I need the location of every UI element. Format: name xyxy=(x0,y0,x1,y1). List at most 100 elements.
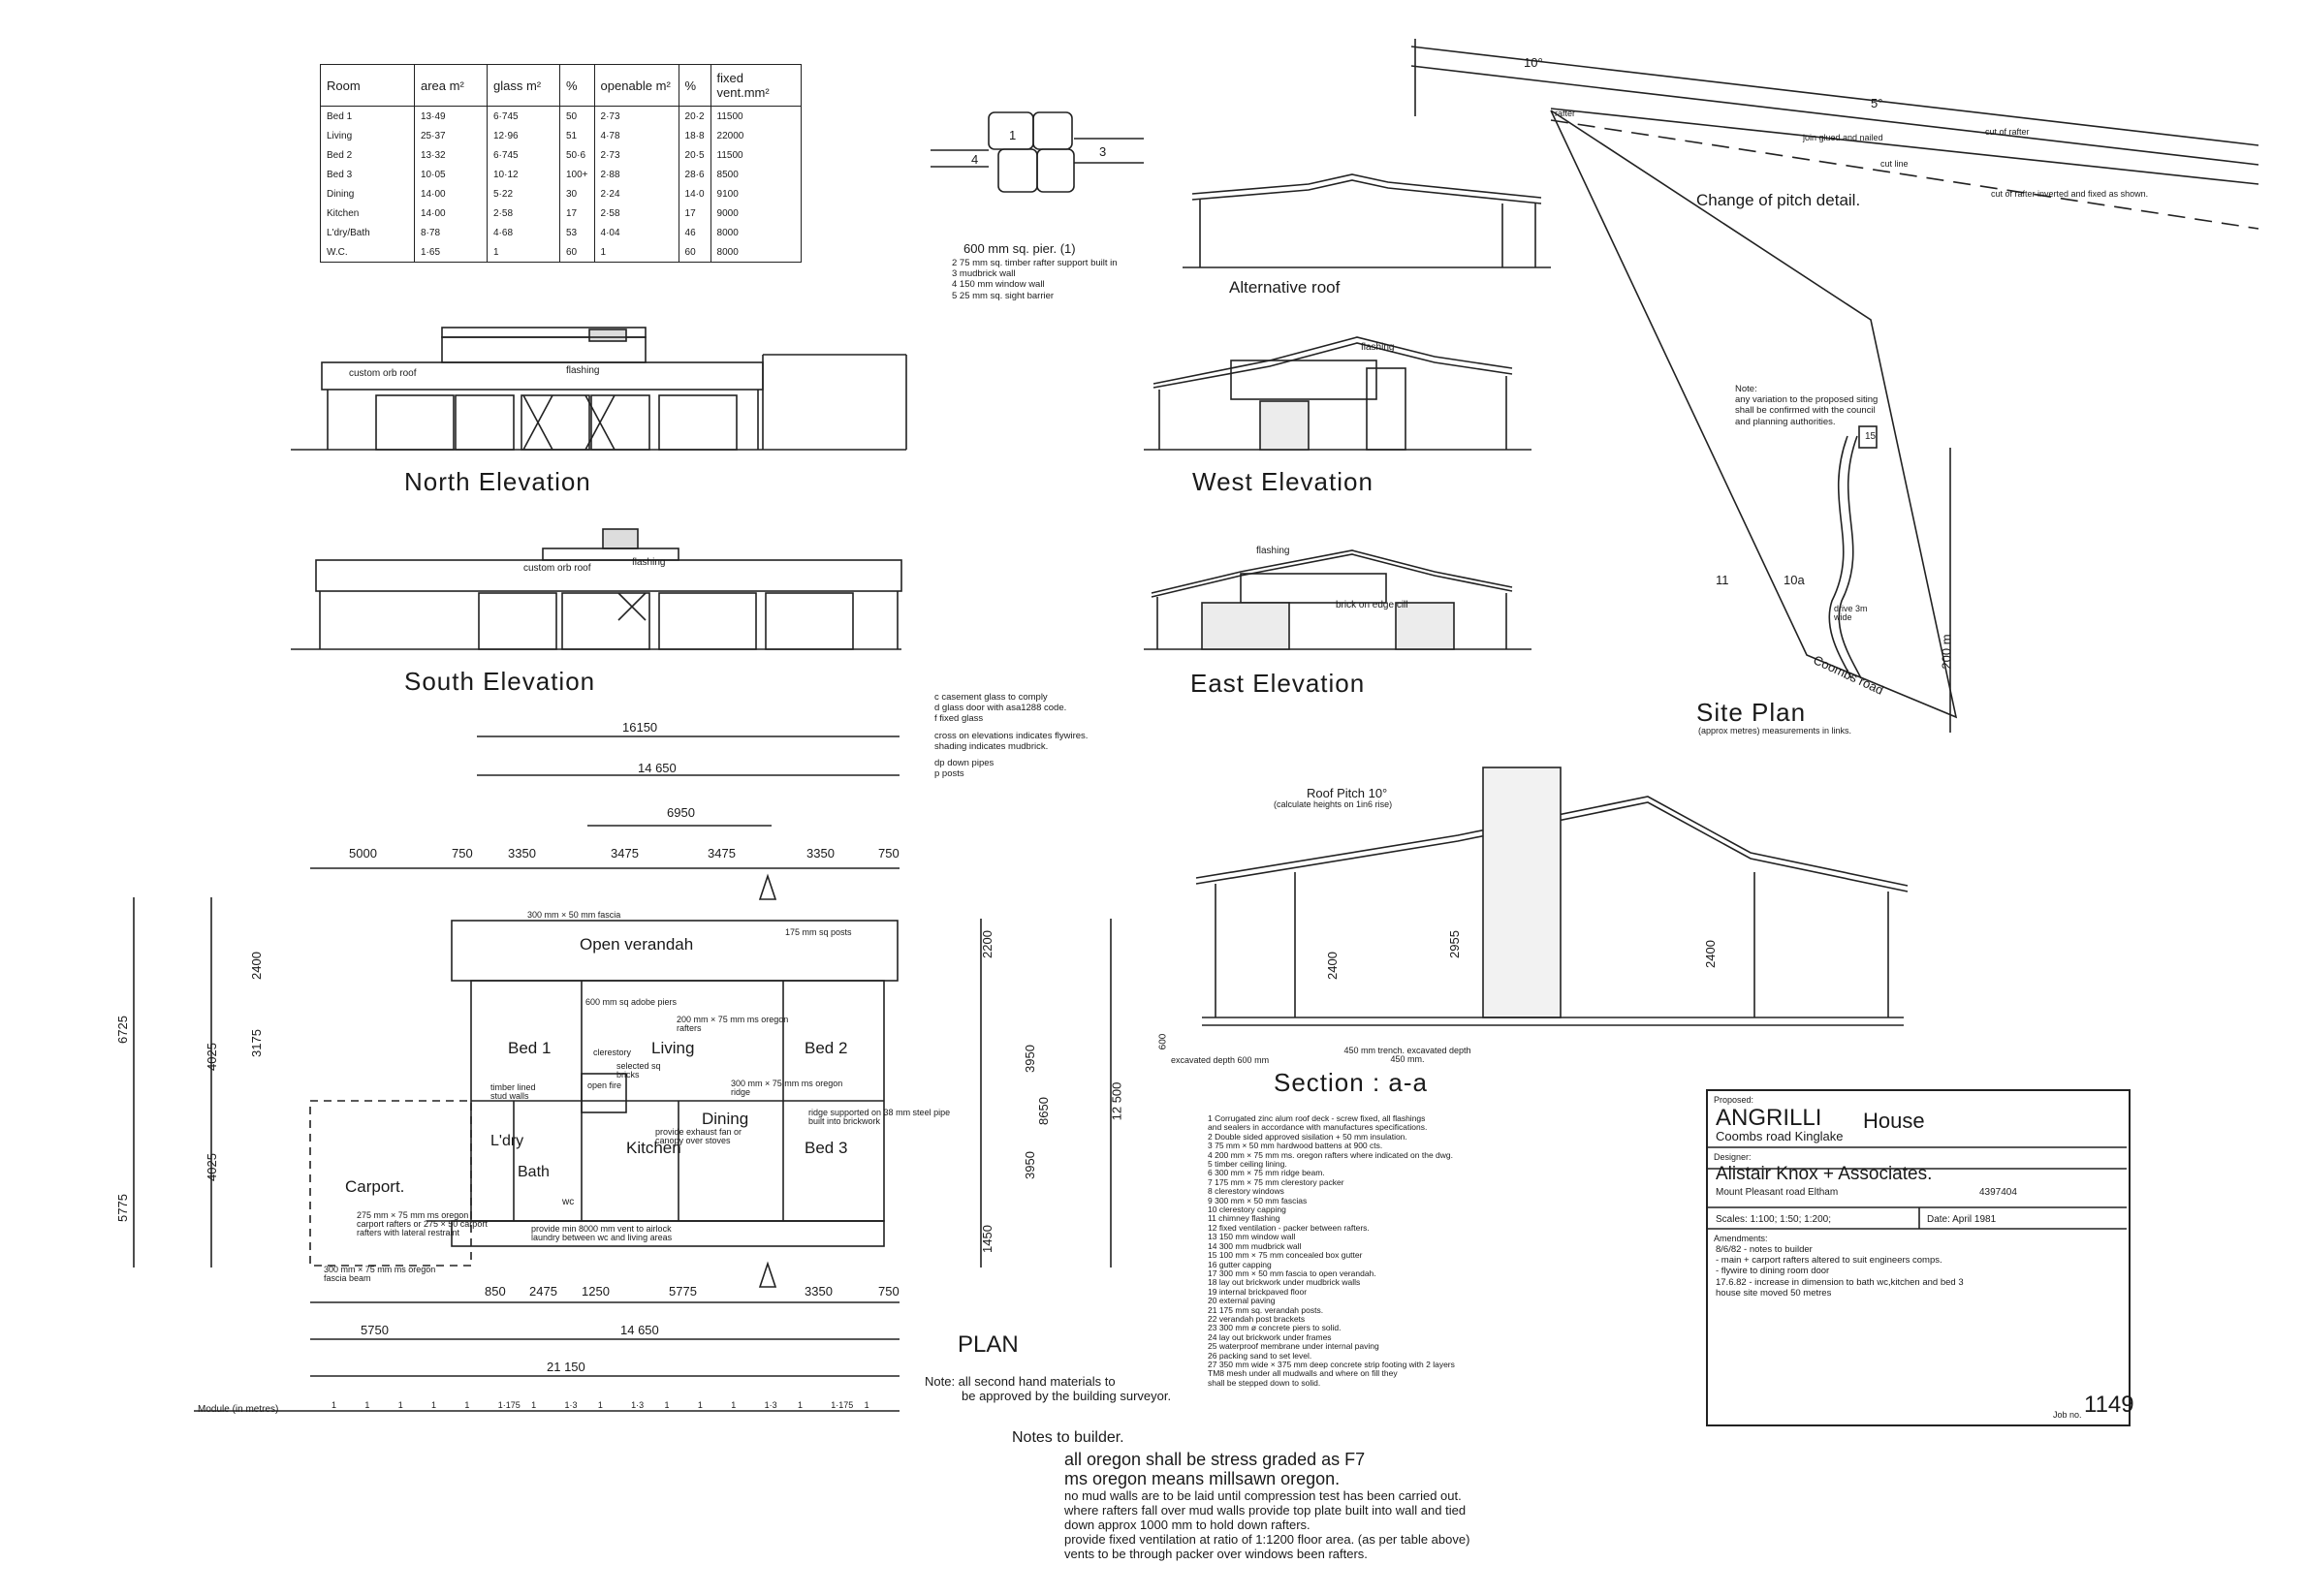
scales: Scales: 1:100; 1:50; 1:200; xyxy=(1716,1214,1831,1225)
pitch-label: cut of rafter inverted and fixed as show… xyxy=(1991,189,2149,199)
job-label: Job no. xyxy=(2053,1410,2082,1420)
table-cell: 8500 xyxy=(710,165,802,184)
table-cell: 11500 xyxy=(710,145,802,165)
module-value: 1 xyxy=(531,1400,537,1410)
title-block: Proposed: ANGRILLI House Coombs road Kin… xyxy=(1706,1089,2134,1426)
legend-item: p posts xyxy=(934,768,964,780)
table-cell: 10·12 xyxy=(487,165,560,184)
table-cell: 14·0 xyxy=(678,184,711,203)
section-note: 23 300 mm ø concrete piers to solid. xyxy=(1208,1323,1342,1333)
builder-note-line: provide fixed ventilation at ratio of 1:… xyxy=(1064,1532,1470,1547)
builder-notes-heading: Notes to builder. xyxy=(1012,1429,1124,1446)
plan-annotation: 300 mm × 75 mm ms oregon fascia beam xyxy=(324,1265,436,1283)
site-note-line: Note: xyxy=(1735,384,1757,394)
module-value: 1·3 xyxy=(631,1400,645,1410)
section-note: 13 150 mm window wall xyxy=(1208,1232,1296,1242)
plan-note-line: Note: all second hand materials to xyxy=(925,1374,1116,1389)
pier-label-3: 3 xyxy=(1099,144,1107,159)
section-note: 20 external paving xyxy=(1208,1296,1276,1306)
room-label-bath: Bath xyxy=(518,1164,550,1180)
section-note: 6 300 mm × 75 mm ridge beam. xyxy=(1208,1168,1325,1178)
table-header-row: Room area m² glass m² % openable m² % fi… xyxy=(320,64,802,107)
table-cell: 9100 xyxy=(710,184,802,203)
module-value: 1 xyxy=(697,1400,703,1410)
module-value: 1 xyxy=(597,1400,603,1410)
plan-annotation: clerestory xyxy=(593,1048,632,1057)
table-header: fixed vent.mm² xyxy=(710,64,802,107)
amendments-label: Amendments: xyxy=(1714,1234,1768,1243)
pier-note: 4 150 mm window wall xyxy=(952,279,1045,291)
table-cell: 17 xyxy=(678,203,711,223)
builder-note-line: no mud walls are to be laid until compre… xyxy=(1064,1488,1462,1503)
section-note: 5 timber ceiling lining. xyxy=(1208,1159,1287,1170)
section-note: 11 chimney flashing xyxy=(1208,1213,1280,1224)
pitch-angle-top: 10° xyxy=(1524,55,1543,70)
table-cell: 6·745 xyxy=(487,145,560,165)
section-note: 7 175 mm × 75 mm clerestory packer xyxy=(1208,1176,1344,1187)
dimension-label: 3350 xyxy=(508,846,536,861)
table-header: Room xyxy=(320,64,415,107)
designer-phone: 4397404 xyxy=(1979,1187,2017,1198)
amendment-line: 17.6.82 - increase in dimension to bath … xyxy=(1716,1276,1964,1288)
section-note: 15 100 mm × 75 mm concealed box gutter xyxy=(1208,1250,1363,1261)
table-header: openable m² xyxy=(593,64,679,107)
table-cell: 9000 xyxy=(710,203,802,223)
site-note-line: shall be confirmed with the council xyxy=(1735,405,1876,417)
designer-address: Mount Pleasant road Eltham xyxy=(1716,1187,1839,1198)
flashing-label: flashing xyxy=(566,365,600,376)
section-note: 10 clerestory capping xyxy=(1208,1205,1286,1215)
legend-item: d glass door with asa1288 code. xyxy=(934,703,1067,714)
section-note: and sealers in accordance with manufactu… xyxy=(1208,1122,1428,1133)
section-note: 8 clerestory windows xyxy=(1208,1186,1284,1197)
module-value: 1 xyxy=(731,1400,737,1410)
south-elevation-title: South Elevation xyxy=(404,667,596,696)
dimension-label: 750 xyxy=(878,846,900,861)
job-number: 1149 xyxy=(2084,1392,2134,1418)
room-label-carport: Carport. xyxy=(345,1177,405,1196)
section-note: 21 175 mm sq. verandah posts. xyxy=(1208,1304,1324,1315)
room-label-bed3: Bed 3 xyxy=(805,1139,848,1157)
module-value: 1 xyxy=(431,1400,437,1410)
plan-note-line: be approved by the building surveyor. xyxy=(962,1389,1172,1403)
plan-annotation: provide exhaust fan or canopy over stove… xyxy=(655,1127,742,1145)
flashing-label: flashing xyxy=(632,557,666,568)
plan-title: PLAN xyxy=(958,1331,1019,1358)
east-elevation-title: East Elevation xyxy=(1190,669,1366,698)
footing-note: excavated depth 600 mm xyxy=(1171,1055,1270,1065)
module-value: 1 xyxy=(397,1400,403,1410)
dimension-label: 5775 xyxy=(669,1284,697,1299)
plan-annotation: selected sq bricks xyxy=(616,1061,661,1080)
dimension-label: 3350 xyxy=(805,1284,833,1299)
pier-detail-drawing xyxy=(931,111,1144,193)
dimension-label: 3950 xyxy=(1022,1151,1037,1179)
dimension-label: 1450 xyxy=(979,1225,995,1253)
section-notes: 1 Corrugated zinc alum roof deck - screw… xyxy=(1208,1113,1455,1388)
footing-note: 450 mm trench. excavated depth 450 mm. xyxy=(1343,1046,1471,1064)
section-note: 17 300 mm × 50 mm fascia to open veranda… xyxy=(1208,1267,1376,1278)
legend-item: f fixed glass xyxy=(934,713,984,725)
north-elevation-title: North Elevation xyxy=(404,467,591,496)
project-address: Coombs road Kinglake xyxy=(1716,1129,1844,1143)
site-dimension: 200 m xyxy=(1939,634,1954,670)
dimension-label: 12 500 xyxy=(1109,1081,1124,1121)
pitch-label: cut of rafter xyxy=(1985,127,2030,137)
dimension-label: 2475 xyxy=(529,1284,557,1299)
module-value: 1 xyxy=(797,1400,803,1410)
plan-annotation: 175 mm sq posts xyxy=(785,927,852,937)
section-note: 18 lay out brickwork under mudbrick wall… xyxy=(1208,1277,1361,1288)
module-value: 1·175 xyxy=(831,1400,854,1410)
table-header: % xyxy=(559,64,595,107)
plan-annotation: 200 mm × 75 mm ms oregon rafters xyxy=(677,1015,789,1033)
room-label-bed2: Bed 2 xyxy=(805,1039,848,1057)
section-note: 24 lay out brickwork under frames xyxy=(1208,1331,1332,1342)
table-cell: 4·68 xyxy=(487,223,560,242)
pier-note: 3 mudbrick wall xyxy=(952,268,1016,280)
section-note: 9 300 mm × 50 mm fascias xyxy=(1208,1195,1308,1205)
site-plan-note: Note: any variation to the proposed siti… xyxy=(1735,384,1878,427)
room-label-dining: Dining xyxy=(702,1110,749,1128)
legend-item: c casement glass to comply xyxy=(934,692,1048,703)
lot-label: 11 xyxy=(1716,573,1729,587)
